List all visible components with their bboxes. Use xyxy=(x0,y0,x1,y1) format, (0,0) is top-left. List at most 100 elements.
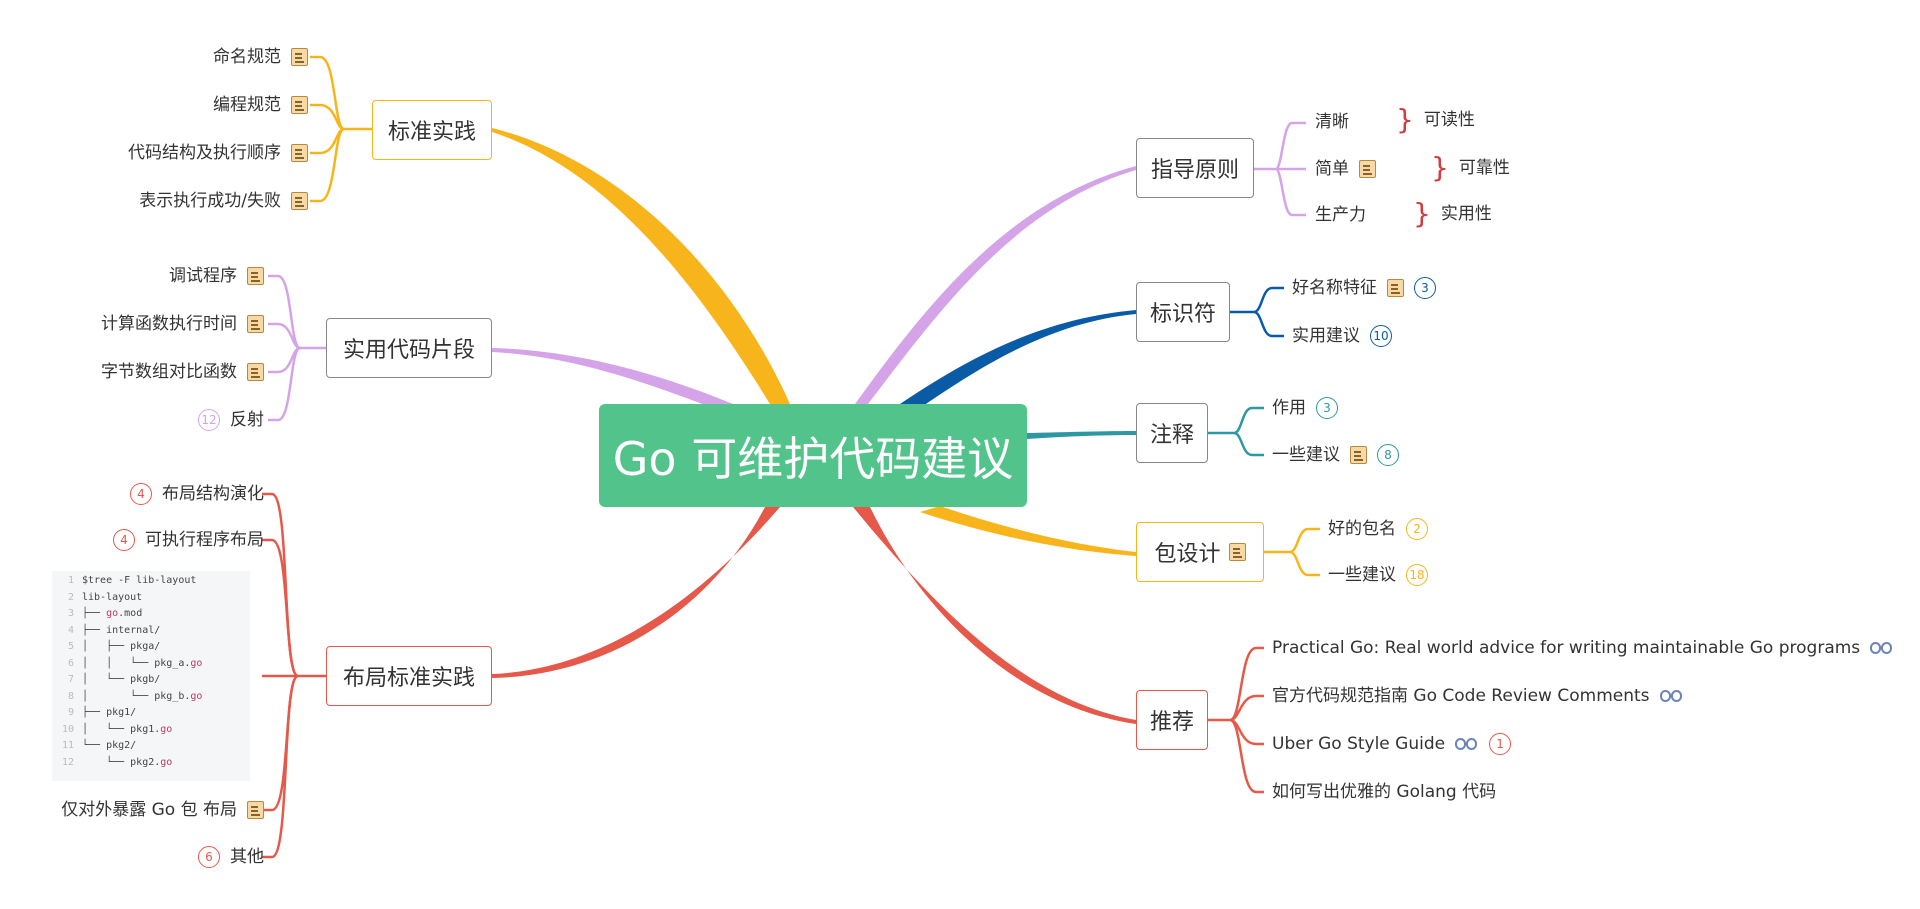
standard-item-label: 命名规范 xyxy=(213,47,281,67)
standard-item-status[interactable]: 表示执行成功/失败 xyxy=(139,190,308,212)
connectors-snippet xyxy=(268,274,326,422)
guide-result-label: 实用性 xyxy=(1440,204,1492,224)
layout-item-go-package[interactable]: 仅对外暴露 Go 包 布局 xyxy=(61,799,264,821)
note-icon[interactable] xyxy=(1359,160,1376,178)
note-icon[interactable] xyxy=(1387,279,1404,297)
package-item-naming[interactable]: 好的包名 2 xyxy=(1328,518,1428,540)
note-icon[interactable] xyxy=(247,363,264,381)
topic-identifiers[interactable]: 标识符 xyxy=(1136,282,1230,342)
topic-recommended-label: 推荐 xyxy=(1149,710,1194,735)
note-icon[interactable] xyxy=(247,315,264,333)
recommend-item-elegant-golang[interactable]: 如何写出优雅的 Golang 代码 xyxy=(1272,781,1496,803)
note-icon[interactable] xyxy=(291,144,308,162)
brace-icon: } xyxy=(1431,151,1449,184)
count-badge[interactable]: 4 xyxy=(130,483,152,505)
note-icon[interactable] xyxy=(291,192,308,210)
brace-icon: } xyxy=(1413,197,1431,230)
code-line: 8│ └── pkg_b.go xyxy=(67,690,203,702)
guide-item-productivity[interactable]: 生产力 xyxy=(1315,204,1366,226)
guide-item-clear[interactable]: 清晰 xyxy=(1315,111,1349,133)
package-item-advice[interactable]: 一些建议 18 xyxy=(1328,564,1428,586)
topic-package-design[interactable]: 包设计 xyxy=(1136,522,1264,582)
topic-layout-practice[interactable]: 布局标准实践 xyxy=(326,646,492,706)
count-badge[interactable]: 2 xyxy=(1406,518,1428,540)
code-line: 10│ └── pkg1.go xyxy=(61,723,173,735)
central-topic[interactable]: Go 可维护代码建议 xyxy=(599,404,1027,507)
branch-recommend xyxy=(853,507,1136,724)
recommend-item-label: Practical Go: Real world advice for writ… xyxy=(1272,638,1861,658)
connectors-recommend xyxy=(1208,646,1264,794)
note-icon[interactable] xyxy=(247,801,264,819)
recommend-item-uber-style[interactable]: Uber Go Style Guide 1 xyxy=(1272,733,1512,755)
layout-item-executable[interactable]: 4 可执行程序布局 xyxy=(113,529,264,551)
count-badge[interactable]: 3 xyxy=(1316,397,1338,419)
package-item-label: 一些建议 xyxy=(1328,565,1396,585)
layout-item-label: 可执行程序布局 xyxy=(145,530,264,550)
recommend-item-label: 如何写出优雅的 Golang 代码 xyxy=(1272,782,1497,802)
snippet-item-timing[interactable]: 计算函数执行时间 xyxy=(101,313,264,335)
count-badge[interactable]: 1 xyxy=(1489,733,1512,755)
guide-brace-2: }可靠性 xyxy=(1431,151,1510,184)
topic-recommended[interactable]: 推荐 xyxy=(1136,690,1208,750)
guide-result-label: 可读性 xyxy=(1423,110,1475,130)
comment-item-label: 一些建议 xyxy=(1272,445,1340,465)
guide-brace-3: } 实用性 xyxy=(1413,197,1492,230)
guide-brace-1: }可读性 xyxy=(1396,106,1475,134)
note-icon[interactable] xyxy=(1350,446,1367,464)
ident-item-label: 好名称特征 xyxy=(1292,278,1377,298)
guide-item-label: 清晰 xyxy=(1315,112,1349,132)
count-badge[interactable]: 18 xyxy=(1406,564,1428,586)
snippet-item-label: 字节数组对比函数 xyxy=(101,362,237,382)
comment-item-advice[interactable]: 一些建议 8 xyxy=(1272,444,1399,466)
code-line: 9├── pkg1/ xyxy=(67,707,137,718)
connectors-layout xyxy=(262,492,326,859)
snippet-item-debug[interactable]: 调试程序 xyxy=(169,265,264,287)
guide-item-simple[interactable]: 简单 xyxy=(1315,158,1376,180)
ident-item-good-names[interactable]: 好名称特征 3 xyxy=(1292,277,1436,299)
branch-snippet xyxy=(492,348,733,410)
count-badge[interactable]: 6 xyxy=(198,846,220,868)
snippet-item-label: 计算函数执行时间 xyxy=(101,314,237,334)
snippet-item-bytes-compare[interactable]: 字节数组对比函数 xyxy=(101,361,264,383)
note-icon[interactable] xyxy=(247,267,264,285)
standard-item-naming[interactable]: 命名规范 xyxy=(213,46,308,68)
count-badge[interactable]: 10 xyxy=(1370,325,1392,347)
count-badge[interactable]: 8 xyxy=(1377,444,1399,466)
count-badge[interactable]: 12 xyxy=(198,409,220,431)
topic-code-snippets[interactable]: 实用代码片段 xyxy=(326,318,492,378)
link-icon[interactable] xyxy=(1870,642,1894,654)
recommend-item-label: Uber Go Style Guide xyxy=(1272,734,1446,754)
code-line: 11└── pkg2/ xyxy=(61,740,137,751)
code-line: 3├── go.mod xyxy=(67,608,143,619)
topic-comments[interactable]: 注释 xyxy=(1136,403,1208,463)
snippet-item-reflection[interactable]: 12 反射 xyxy=(198,409,264,431)
branch-package xyxy=(920,506,1136,556)
topic-standard-practice[interactable]: 标准实践 xyxy=(372,100,492,160)
recommend-item-label: 官方代码规范指南 Go Code Review Comments xyxy=(1272,686,1650,706)
note-icon[interactable] xyxy=(291,96,308,114)
layout-item-label: 仅对外暴露 Go 包 布局 xyxy=(61,800,237,820)
branch-layout xyxy=(492,507,780,678)
standard-item-coding[interactable]: 编程规范 xyxy=(213,94,308,116)
code-line: 5│ ├── pkga/ xyxy=(67,641,161,652)
package-item-label: 好的包名 xyxy=(1328,519,1396,539)
recommend-item-code-review[interactable]: 官方代码规范指南 Go Code Review Comments xyxy=(1272,685,1684,707)
link-icon[interactable] xyxy=(1455,738,1479,750)
code-line: 1$tree -F lib-layout xyxy=(67,575,197,586)
link-icon[interactable] xyxy=(1659,690,1684,702)
topic-comments-label: 注释 xyxy=(1149,423,1194,448)
note-icon[interactable] xyxy=(1228,543,1246,561)
snippet-item-label: 反射 xyxy=(230,410,264,430)
connectors-package xyxy=(1264,527,1320,577)
topic-guide[interactable]: 指导原则 xyxy=(1136,138,1254,198)
count-badge[interactable]: 4 xyxy=(113,529,135,551)
topic-code-snippets-label: 实用代码片段 xyxy=(342,338,475,363)
standard-item-structure[interactable]: 代码结构及执行顺序 xyxy=(128,142,308,164)
recommend-item-practical-go[interactable]: Practical Go: Real world advice for writ… xyxy=(1272,637,1894,659)
note-icon[interactable] xyxy=(291,48,308,66)
count-badge[interactable]: 3 xyxy=(1414,277,1436,299)
